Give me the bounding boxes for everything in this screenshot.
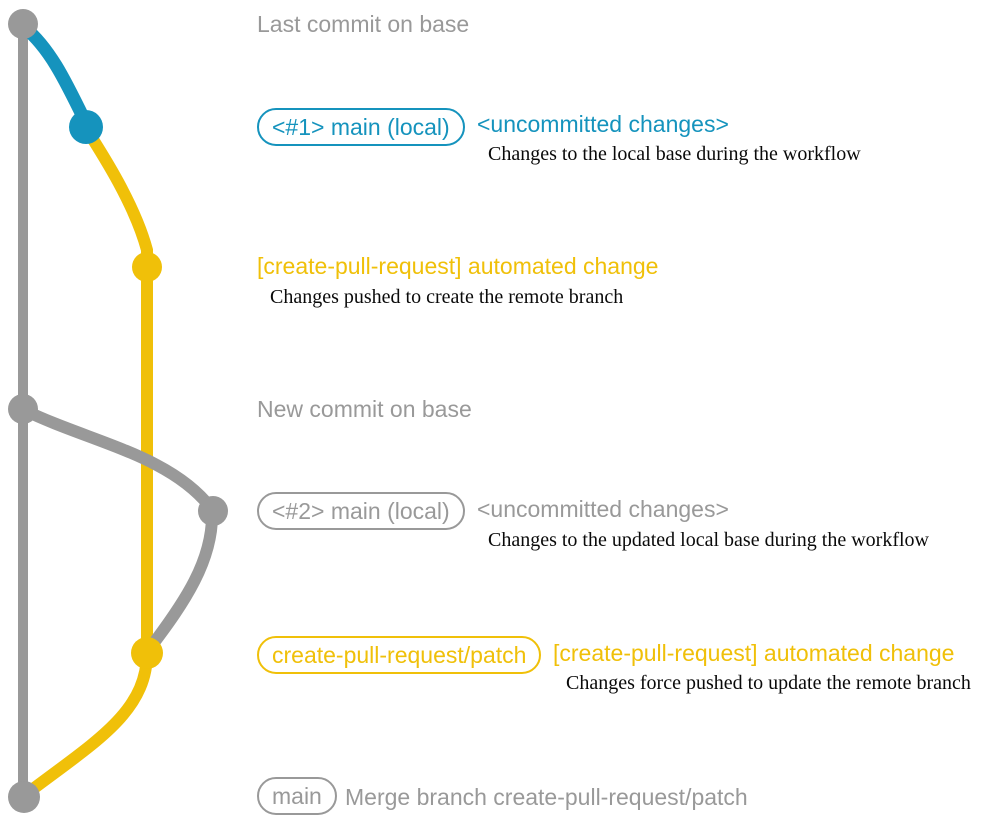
commit-dot-remote-1 <box>132 252 162 282</box>
branch-badge-main-local-1: <#1> main (local) <box>257 108 465 146</box>
annotation-new-commit: New commit on base <box>257 396 472 422</box>
description-local-changes-1: Changes to the local base during the wor… <box>488 143 861 165</box>
commit-message-automated-change-2: [create-pull-request] automated change <box>553 640 955 666</box>
rebase-line <box>144 507 219 654</box>
commit-dot-local-2 <box>198 496 228 526</box>
commit-dot-base-tip <box>8 9 38 39</box>
commit-dot-remote-2 <box>131 637 163 669</box>
commit-message-merge: Merge branch create-pull-request/patch <box>345 784 748 810</box>
description-push-1: Changes pushed to create the remote bran… <box>270 286 624 308</box>
remote-branch-line <box>23 124 153 798</box>
commit-dot-merge <box>8 781 40 813</box>
status-uncommitted-changes-1: <uncommitted changes> <box>477 111 729 137</box>
commit-message-automated-change-1: [create-pull-request] automated change <box>257 253 659 279</box>
local-branch-line-2 <box>18 404 217 514</box>
description-local-changes-2: Changes to the updated local base during… <box>488 529 929 551</box>
commit-dot-local-1 <box>69 110 103 144</box>
branch-badge-create-pull-request-patch: create-pull-request/patch <box>257 636 542 674</box>
branch-badge-main: main <box>257 777 337 815</box>
status-uncommitted-changes-2: <uncommitted changes> <box>477 496 729 522</box>
commit-graph <box>8 9 228 813</box>
commit-dot-base-new <box>8 394 38 424</box>
branch-badge-main-local-2: <#2> main (local) <box>257 492 465 530</box>
annotation-last-commit: Last commit on base <box>257 11 470 37</box>
local-branch-line-1 <box>17 20 93 130</box>
description-push-2: Changes force pushed to update the remot… <box>566 672 971 694</box>
